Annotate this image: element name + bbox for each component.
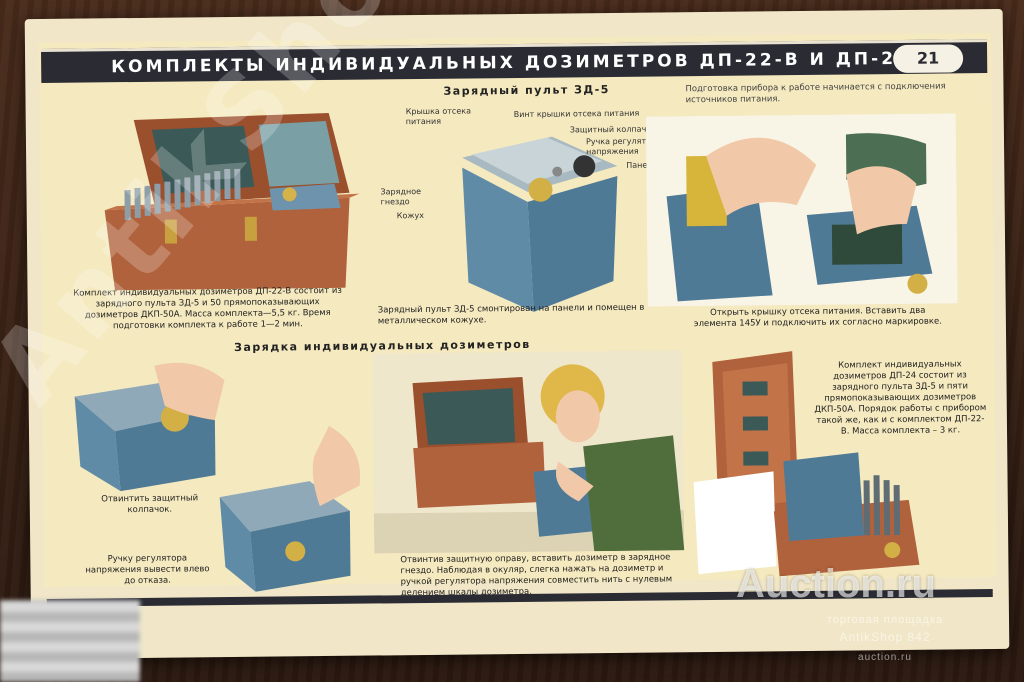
brand-subtitle: торговая площадка (826, 614, 944, 626)
zd5-charger-illustration (462, 136, 618, 312)
brand-shop-name: AntikShop 842 (839, 630, 931, 644)
label-screw: Винт крышки отсека питания (513, 108, 640, 120)
battery-install-illustration (645, 113, 958, 307)
brand-url: auction.ru (858, 652, 912, 663)
turn-knob-illustration (219, 425, 361, 592)
blurred-region (0, 600, 140, 682)
step-turn-knob: Ручку регулятора напряжения вывести влев… (85, 553, 210, 587)
dp24-kit-illustration (693, 351, 920, 577)
section-heading-charger: Зарядный пульт ЗД-5 (443, 83, 610, 98)
charger-caption: Зарядный пульт ЗД-5 смонтирован на панел… (377, 302, 645, 327)
dp22-kit-illustration (104, 112, 360, 291)
prep-intro-text: Подготовка прибора к работе начинается с… (685, 81, 946, 106)
operator-charging-illustration (372, 350, 685, 554)
prep-caption: Открыть крышку отсека питания. Вставить … (693, 305, 942, 330)
label-cap: Защитный колпачок (569, 124, 657, 135)
step-unscrew-cap: Отвинтить защитный колпачок. (101, 493, 199, 516)
auction-logo-text: Auction.ru (736, 562, 936, 606)
poster-title: КОМПЛЕКТЫ ИНДИВИДУАЛЬНЫХ ДОЗИМЕТРОВ ДП-2… (111, 48, 911, 78)
label-cover: Крышка отсека питания (405, 106, 471, 127)
unscrew-cap-illustration (74, 362, 225, 492)
kit-dp22-description: Комплект индивидуальных дозиметров ДП-22… (73, 285, 342, 332)
label-socket: Зарядное гнездо (380, 186, 422, 207)
poster-sheet: КОМПЛЕКТЫ ИНДИВИДУАЛЬНЫХ ДОЗИМЕТРОВ ДП-2… (24, 8, 1010, 660)
page-number-badge: 21 (892, 44, 964, 74)
label-casing: Кожух (396, 210, 425, 221)
